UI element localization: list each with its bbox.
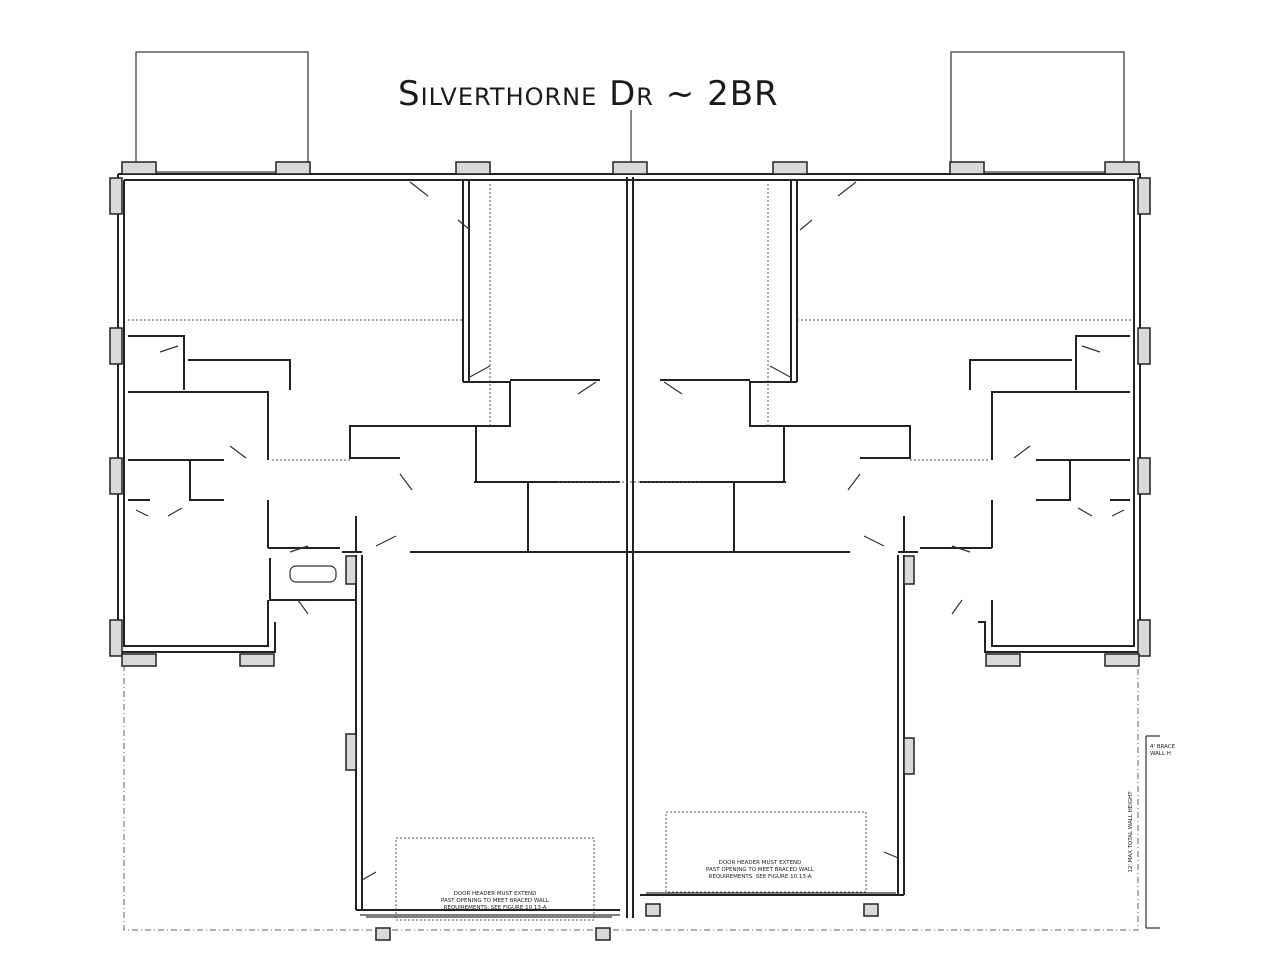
- note-garage-left: DOOR HEADER MUST EXTEND PAST OPENING TO …: [441, 891, 550, 911]
- patio-right: [950, 51, 1125, 173]
- garage-left: [355, 555, 620, 921]
- note-garage-right-line-3: REQUIREMENTS. SEE FIGURE 10.13-A: [709, 874, 812, 880]
- dimension-bracket: [1145, 735, 1160, 929]
- note-garage-left-line-1: DOOR HEADER MUST EXTEND: [454, 891, 537, 897]
- footings: [109, 161, 1151, 941]
- lot-line: [123, 652, 1139, 931]
- note-side-vertical: 12' MAX TOTAL WALL HEIGHT: [1128, 791, 1134, 873]
- note-garage-right: DOOR HEADER MUST EXTEND PAST OPENING TO …: [706, 860, 815, 880]
- door-swings: [135, 181, 1125, 615]
- interior-walls-left: [128, 180, 850, 646]
- note-side-box-line-2: WALL H: [1150, 751, 1171, 757]
- exterior-walls: [117, 173, 1141, 918]
- hallway-lines: [128, 184, 1132, 483]
- interior-walls-right: [640, 180, 1130, 646]
- note-side-box-line-1: 4' BRACE: [1150, 744, 1176, 750]
- patio-left: [135, 51, 309, 173]
- note-garage-right-line-2: PAST OPENING TO MEET BRACED WALL: [706, 867, 815, 873]
- plan-title: Silverthorne Dr ~ 2BR: [398, 74, 779, 114]
- garage-right: [640, 555, 905, 896]
- note-garage-left-line-2: PAST OPENING TO MEET BRACED WALL: [441, 898, 550, 904]
- note-garage-right-line-1: DOOR HEADER MUST EXTEND: [719, 860, 802, 866]
- note-garage-left-line-3: REQUIREMENTS. SEE FIGURE 10.13-A: [444, 905, 547, 911]
- note-side-box: 4' BRACE WALL H: [1150, 744, 1176, 757]
